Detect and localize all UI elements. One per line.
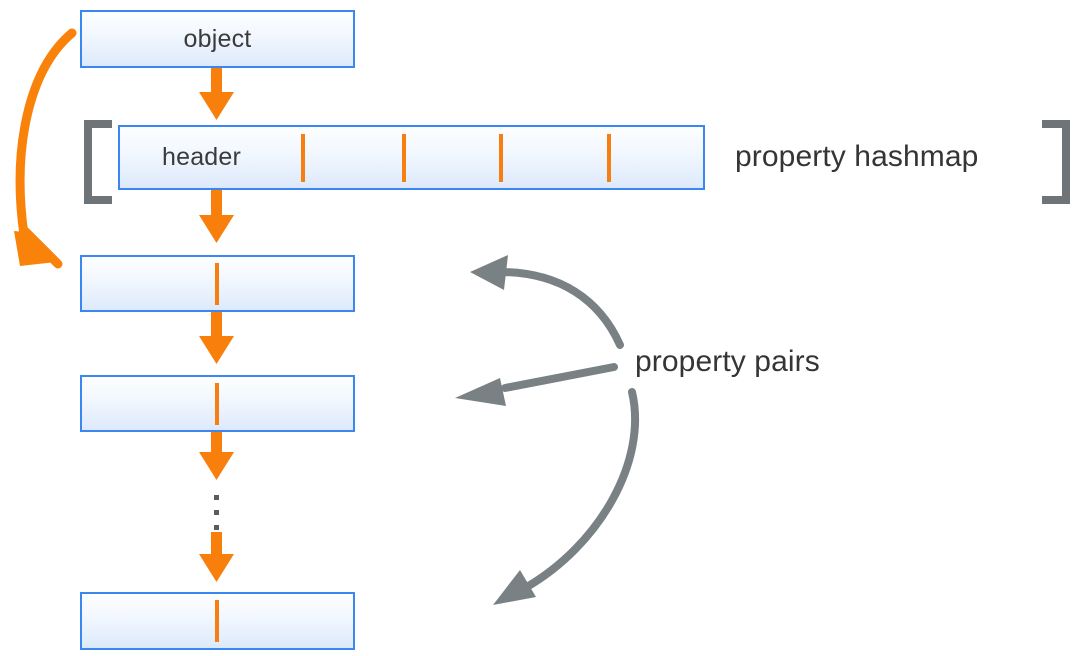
arrow-pair-2-to-ellipsis bbox=[199, 432, 234, 480]
property-pair-divider-last bbox=[215, 600, 219, 642]
arrow-hashmap-to-pair-1 bbox=[199, 190, 234, 243]
object-box-label: object bbox=[183, 24, 252, 53]
property-hashmap-label: property hashmap bbox=[735, 140, 979, 173]
pairs-arrow-to-box-1 bbox=[470, 255, 624, 349]
property-pairs-label: property pairs bbox=[635, 345, 820, 378]
hashmap-slot-divider-1 bbox=[301, 134, 305, 182]
property-pair-divider-1 bbox=[215, 263, 219, 305]
object-box[interactable]: object bbox=[80, 10, 355, 68]
object-to-pairs-curved-arrow bbox=[14, 28, 77, 269]
ellipsis-dot-1 bbox=[214, 495, 219, 500]
right-bracket bbox=[1042, 120, 1070, 204]
property-pair-divider-2 bbox=[215, 383, 219, 425]
ellipsis-dot-2 bbox=[214, 510, 219, 515]
hashmap-slot-divider-4 bbox=[607, 134, 611, 182]
hashmap-slot-divider-3 bbox=[499, 134, 503, 182]
left-bracket bbox=[84, 120, 112, 204]
hashmap-row[interactable]: header bbox=[118, 125, 705, 190]
arrow-ellipsis-to-last-pair bbox=[199, 532, 234, 582]
ellipsis-dot-3 bbox=[214, 525, 219, 530]
hashmap-slot-divider-2 bbox=[402, 134, 406, 182]
pairs-arrow-to-box-2 bbox=[455, 363, 618, 406]
arrow-pair-1-to-pair-2 bbox=[199, 312, 234, 364]
pairs-arrow-to-last-box bbox=[493, 388, 640, 605]
hashmap-header-label: header bbox=[162, 143, 242, 171]
arrow-object-to-hashmap bbox=[199, 68, 234, 120]
